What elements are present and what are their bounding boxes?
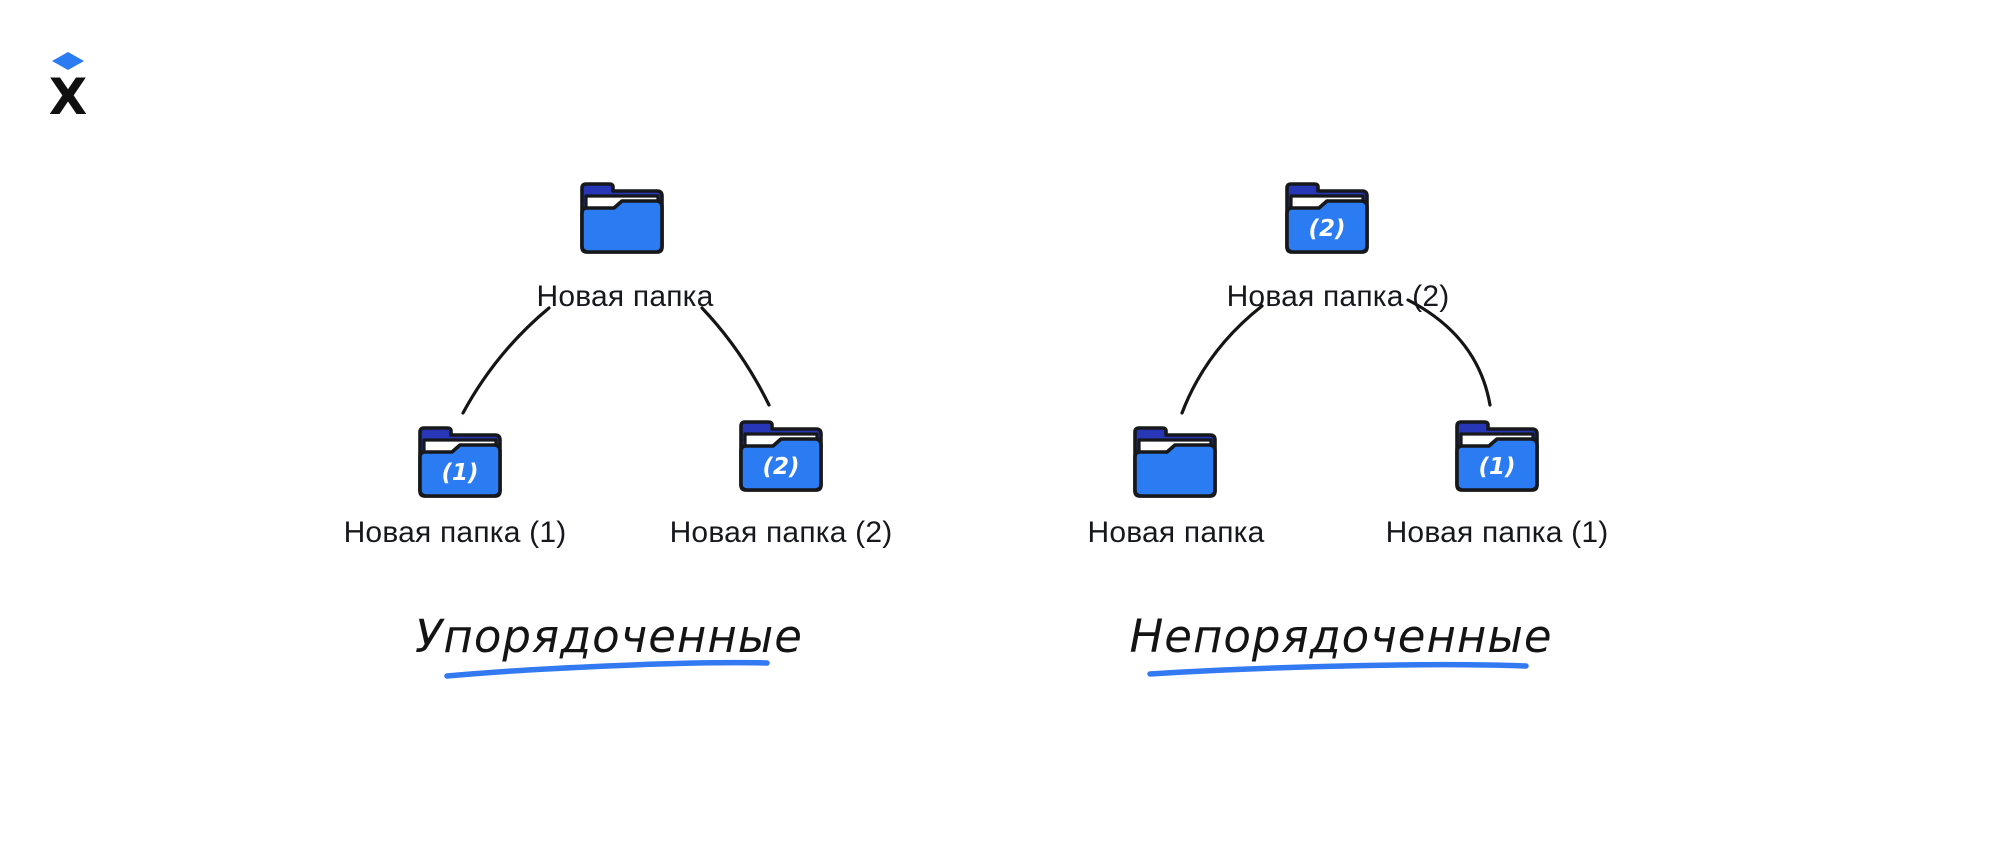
folder-badge: (2) [762, 454, 799, 480]
node-label: Новая папка (1) [1385, 516, 1609, 549]
connector-line [461, 306, 551, 415]
connector-line [1406, 298, 1492, 407]
folder-badge: (1) [441, 460, 478, 486]
caption-underline [1147, 661, 1529, 677]
node-label: Новая папка (1) [343, 516, 567, 549]
diamond-icon [52, 52, 84, 70]
folder-badge: (1) [1478, 454, 1515, 480]
connector-line [700, 306, 771, 407]
node-label: Новая папка [536, 280, 714, 313]
hexlet-logo: X [49, 52, 88, 122]
folder-badge: (2) [1308, 216, 1345, 242]
folder-icon: (2) [735, 414, 827, 494]
caption-underline [444, 659, 770, 679]
node-label: Новая папка [1087, 516, 1265, 549]
folder-icon [576, 176, 668, 256]
logo-letter: X [49, 68, 88, 122]
node-label: Новая папка (2) [1226, 280, 1450, 313]
tree-caption: Непорядоченные [1129, 610, 1553, 663]
folder-icon [1129, 420, 1221, 500]
node-label: Новая папка (2) [669, 516, 893, 549]
folder-icon: (1) [414, 420, 506, 500]
folder-icon: (1) [1451, 414, 1543, 494]
connector-line [1180, 304, 1264, 415]
tree-caption: Упорядоченные [415, 610, 803, 663]
folder-icon: (2) [1281, 176, 1373, 256]
